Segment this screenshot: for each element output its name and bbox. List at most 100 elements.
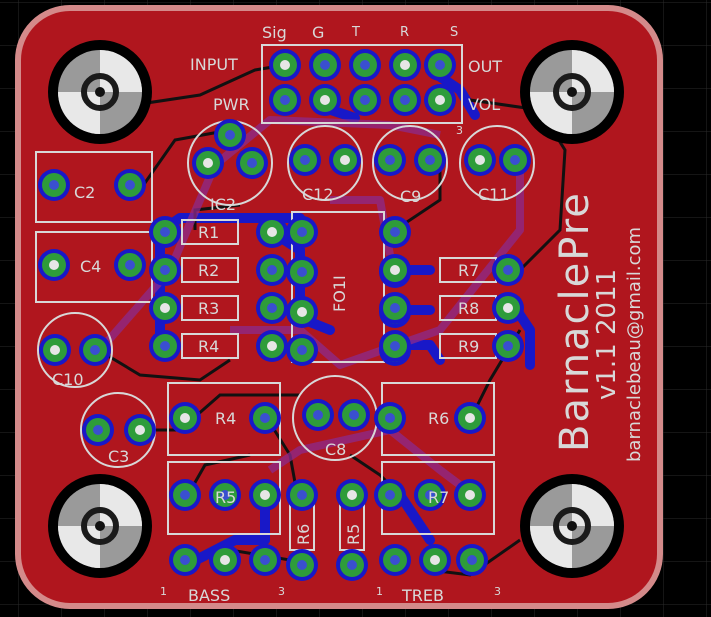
label-pot-r4: R4 bbox=[215, 409, 236, 428]
pad bbox=[389, 84, 421, 116]
res-r2-outline bbox=[181, 257, 239, 283]
pad bbox=[286, 296, 318, 328]
header-label-vol: VOL bbox=[468, 95, 500, 114]
pad bbox=[286, 334, 318, 366]
pad bbox=[256, 292, 288, 324]
label-bass: BASS bbox=[188, 586, 230, 605]
header-col-t: T bbox=[351, 25, 360, 40]
res-r1-outline bbox=[181, 219, 239, 245]
pad bbox=[379, 292, 411, 324]
pad bbox=[39, 334, 71, 366]
header-row-pwr: PWR bbox=[213, 95, 250, 114]
label-r6: R6 bbox=[294, 524, 313, 545]
pad bbox=[454, 479, 486, 511]
pad bbox=[169, 479, 201, 511]
pad bbox=[82, 414, 114, 446]
label-treb: TREB bbox=[401, 586, 444, 605]
label-r9: R9 bbox=[458, 337, 479, 356]
pad bbox=[256, 330, 288, 362]
pad bbox=[286, 549, 318, 581]
pad bbox=[419, 544, 451, 576]
label-r1: R1 bbox=[198, 223, 219, 242]
header-col-sig: Sig bbox=[262, 23, 287, 42]
bass-pin1: 1 bbox=[160, 585, 167, 598]
pad bbox=[309, 84, 341, 116]
res-r4-outline bbox=[181, 333, 239, 359]
pad bbox=[379, 254, 411, 286]
pad bbox=[269, 49, 301, 81]
label-c3: C3 bbox=[108, 447, 129, 466]
board-version: v1.1 2011 bbox=[592, 269, 622, 400]
label-r3: R3 bbox=[198, 299, 219, 318]
pad bbox=[492, 254, 524, 286]
pad bbox=[286, 216, 318, 248]
bass-pin3: 3 bbox=[278, 585, 285, 598]
label-pot-r7: R7 bbox=[428, 488, 449, 507]
pad bbox=[209, 479, 241, 511]
pad bbox=[249, 479, 281, 511]
header-pin-marker: 3 bbox=[456, 124, 463, 137]
header-col-r: R bbox=[400, 25, 409, 40]
pad bbox=[256, 216, 288, 248]
label-c10: C10 bbox=[52, 370, 84, 389]
label-ic1: FO1I bbox=[330, 275, 349, 312]
board-email: barnaclebeau@gmail.com bbox=[624, 227, 645, 462]
pad bbox=[149, 254, 181, 286]
mount-hole-top-left bbox=[48, 40, 152, 144]
pad bbox=[236, 147, 268, 179]
pad bbox=[286, 256, 318, 288]
pad bbox=[169, 544, 201, 576]
label-ic2: IC2 bbox=[210, 195, 236, 214]
board-title: BarnaclePre bbox=[552, 191, 598, 452]
pad bbox=[249, 544, 281, 576]
header-label-out: OUT bbox=[468, 57, 502, 76]
label-c2: C2 bbox=[74, 183, 95, 202]
pad bbox=[492, 292, 524, 324]
c12-outline bbox=[287, 125, 363, 201]
c11-outline bbox=[459, 125, 535, 201]
pad bbox=[149, 330, 181, 362]
pad bbox=[309, 49, 341, 81]
label-r4: R4 bbox=[198, 337, 219, 356]
pad bbox=[454, 402, 486, 434]
label-pot-r6: R6 bbox=[428, 409, 449, 428]
pad bbox=[379, 330, 411, 362]
label-c9: C9 bbox=[400, 187, 421, 206]
pad bbox=[79, 334, 111, 366]
pad bbox=[389, 49, 421, 81]
pad bbox=[149, 216, 181, 248]
pad bbox=[424, 49, 456, 81]
label-c4: C4 bbox=[80, 257, 101, 276]
pad bbox=[336, 479, 368, 511]
label-r8: R8 bbox=[458, 299, 479, 318]
label-r7: R7 bbox=[458, 261, 479, 280]
label-c11: C11 bbox=[478, 185, 510, 204]
pad bbox=[214, 119, 246, 151]
pad bbox=[169, 402, 201, 434]
pad bbox=[192, 147, 224, 179]
c10-outline bbox=[37, 312, 113, 388]
pad bbox=[499, 144, 531, 176]
mount-hole-bottom-right bbox=[520, 474, 624, 578]
pad bbox=[338, 399, 370, 431]
pad bbox=[424, 84, 456, 116]
c9-outline bbox=[372, 125, 448, 201]
pad bbox=[269, 84, 301, 116]
pad bbox=[379, 544, 411, 576]
pad bbox=[114, 169, 146, 201]
label-c8: C8 bbox=[325, 440, 346, 459]
label-r2: R2 bbox=[198, 261, 219, 280]
ic1-outline bbox=[291, 211, 385, 363]
pad bbox=[456, 544, 488, 576]
pad bbox=[149, 292, 181, 324]
header-col-s: S bbox=[450, 25, 458, 40]
pad bbox=[379, 216, 411, 248]
pads bbox=[38, 49, 531, 581]
pad bbox=[38, 169, 70, 201]
pad bbox=[349, 84, 381, 116]
pad bbox=[114, 249, 146, 281]
header-outline bbox=[261, 44, 463, 124]
treb-pin3: 3 bbox=[494, 585, 501, 598]
header-row-input: INPUT bbox=[190, 55, 238, 74]
